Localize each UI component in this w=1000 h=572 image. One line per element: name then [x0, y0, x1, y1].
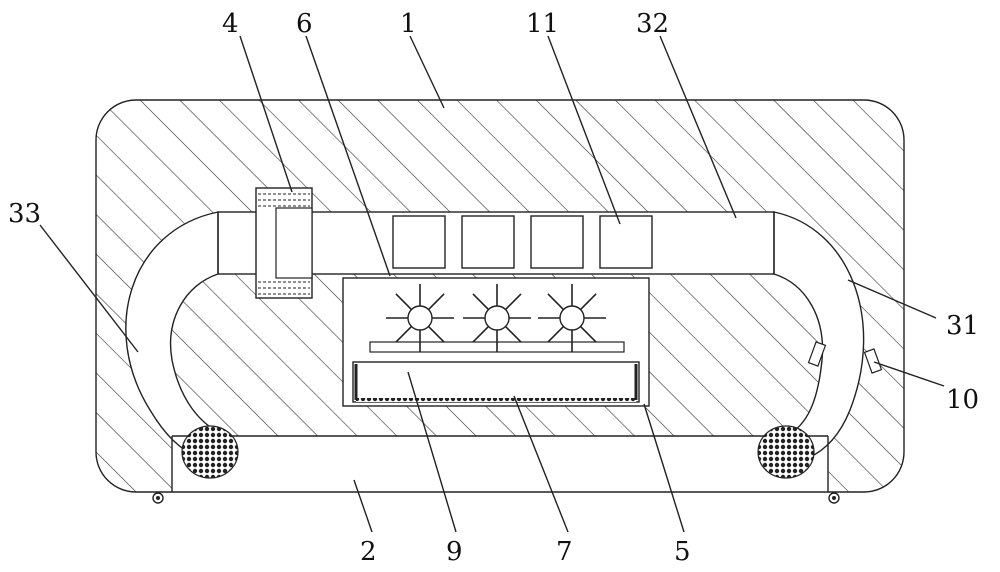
label-2: 2: [360, 537, 377, 567]
label-5: 5: [674, 537, 691, 567]
left-filter-mesh: [181, 425, 239, 479]
label-4: 4: [222, 9, 239, 39]
label-11: 11: [526, 9, 559, 39]
bottom-tray: [352, 361, 640, 403]
right-filter-mesh: [757, 425, 815, 479]
label-32: 32: [636, 9, 669, 39]
fan-1: [386, 284, 454, 352]
duct-modules: [392, 215, 653, 269]
label-10: 10: [946, 385, 979, 415]
module-1: [392, 215, 446, 269]
label-31: 31: [946, 311, 979, 341]
fans: [386, 284, 606, 352]
label-6: 6: [296, 9, 313, 39]
sensor-left: [807, 341, 827, 367]
duct-filter-block: [255, 187, 313, 299]
module-3: [530, 215, 584, 269]
module-4: [599, 215, 653, 269]
label-33: 33: [8, 199, 41, 229]
label-1: 1: [400, 9, 417, 39]
part-labels: 4 6 1 11 32 33 31 10 2 9 7 5: [8, 9, 979, 567]
label-7: 7: [556, 537, 573, 567]
leader-lines: [39, 35, 945, 533]
module-2: [461, 215, 515, 269]
fan-2: [463, 284, 531, 352]
label-9: 9: [446, 537, 463, 567]
fan-3: [538, 284, 606, 352]
bottom-channel: [172, 436, 828, 492]
sensor-right: [863, 348, 883, 374]
